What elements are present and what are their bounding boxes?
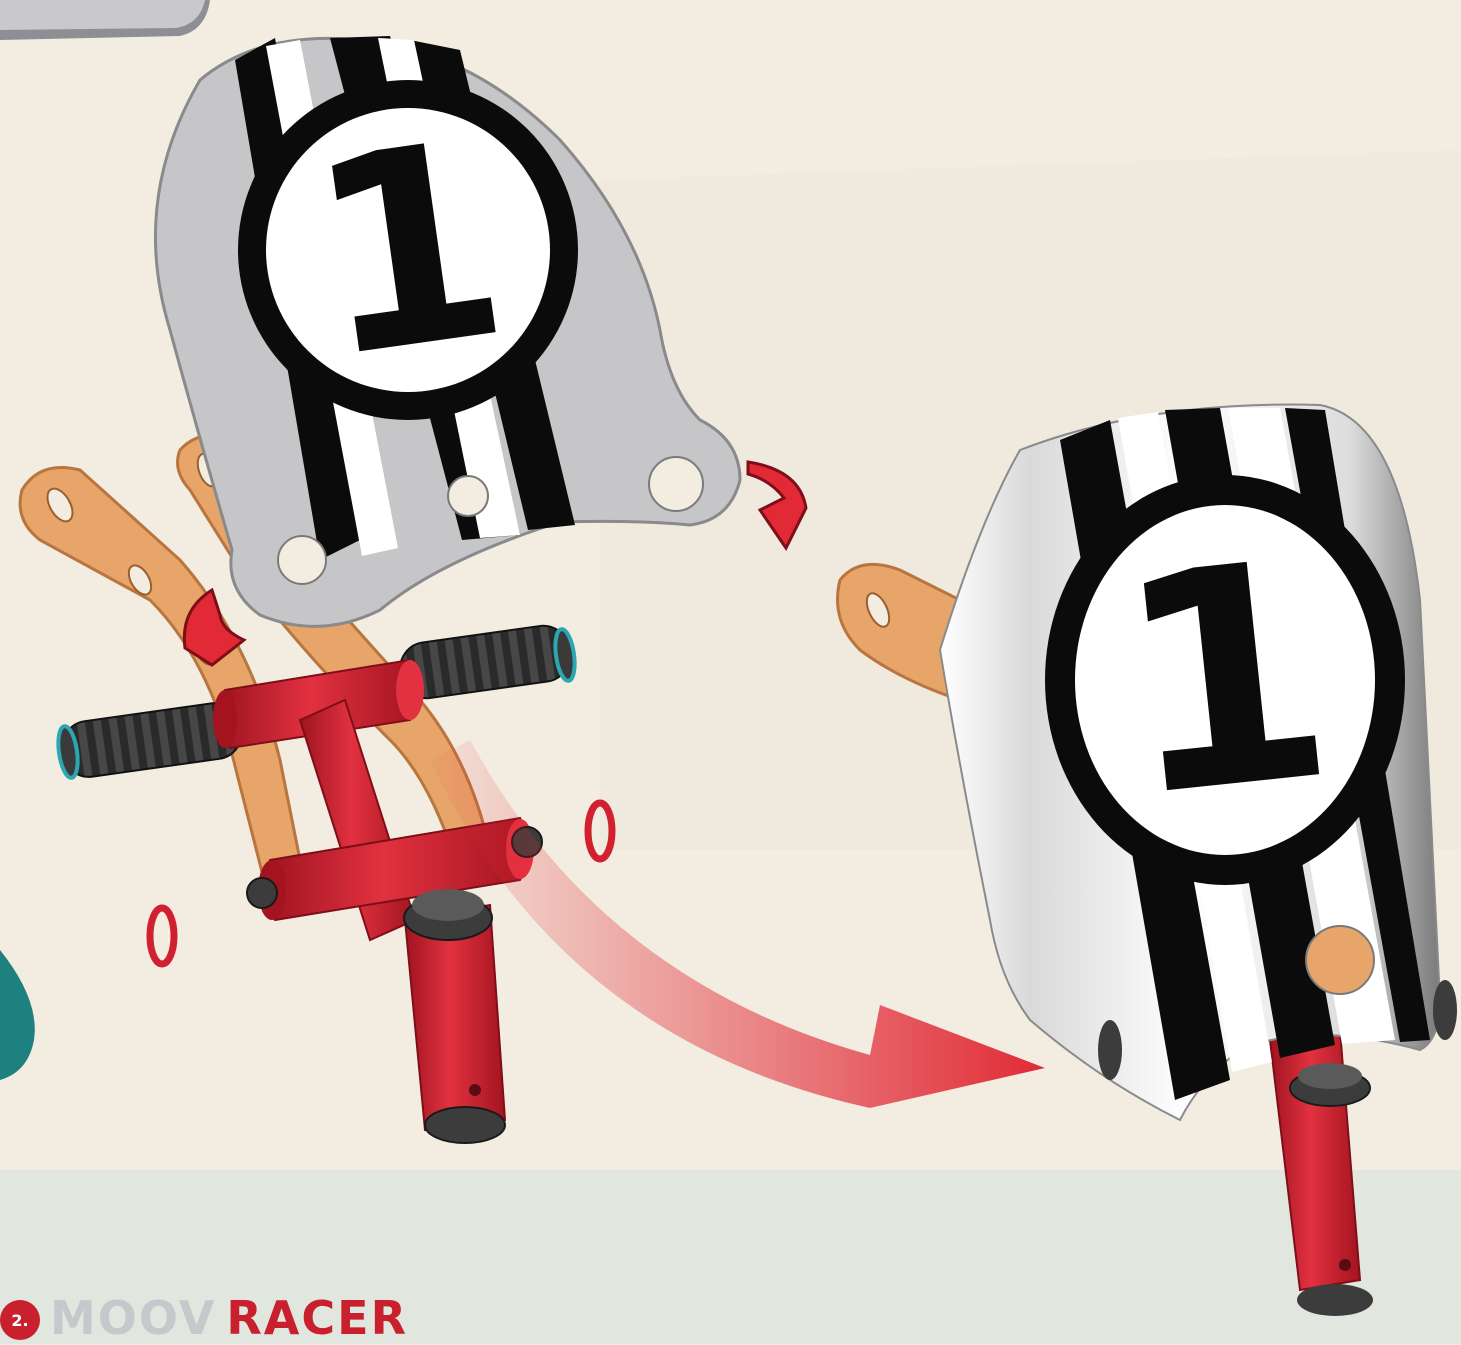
- footer-title: 2. MOOV RACER: [0, 1288, 408, 1344]
- step-number: 2.: [11, 1311, 28, 1330]
- brand-name-second: RACER: [226, 1292, 408, 1344]
- shield-number: 1: [1103, 496, 1347, 865]
- step-badge: 2.: [0, 1300, 40, 1340]
- brand-name-first: MOOV: [50, 1292, 216, 1344]
- tab-corner-face: [0, 0, 205, 30]
